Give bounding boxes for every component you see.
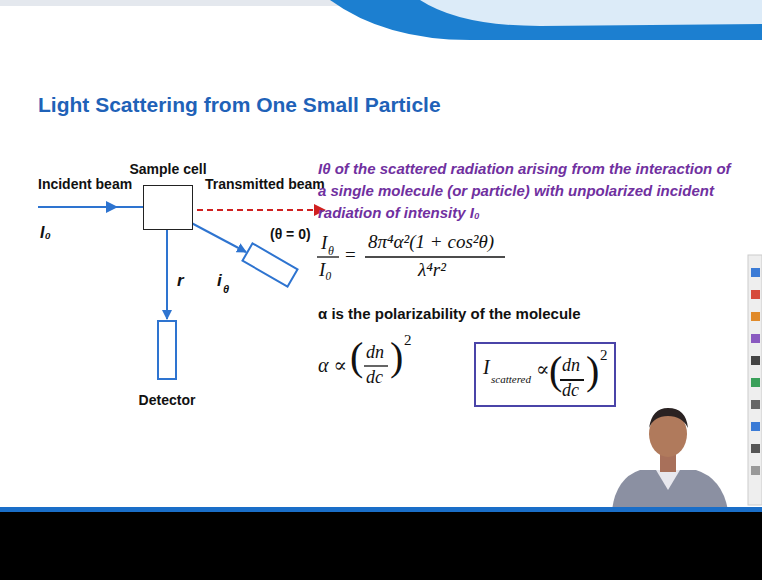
equation-term: dn <box>366 343 384 363</box>
incident-beam-line <box>38 206 143 208</box>
equation-term: dc <box>562 381 579 401</box>
equation-term: 8π⁴α²(1 + cos²θ) <box>368 232 494 253</box>
subscript: scattered <box>491 373 531 385</box>
beam-label: Transmitted beam <box>205 176 325 193</box>
equals-sign: = <box>345 245 356 266</box>
parenthesis: ) <box>586 351 599 391</box>
exponent: 2 <box>404 333 412 348</box>
equation-term: α ∝ <box>318 354 347 376</box>
note-text: α is the polarizability of the molecule <box>318 305 581 323</box>
angled-detector <box>242 243 297 286</box>
parenthesis: ( <box>549 351 562 391</box>
equation-term: I <box>483 356 490 378</box>
sample-cell: Sample cell <box>143 185 193 230</box>
footer-line <box>0 507 762 512</box>
angle-label: (θ = 0) <box>270 226 311 243</box>
equation-term: I <box>321 233 327 254</box>
parenthesis: ) <box>390 337 403 377</box>
subscript: θ <box>328 245 334 258</box>
edge-label: r <box>177 271 184 291</box>
intensity-symbol: I₀ <box>40 223 51 242</box>
subscript: θ <box>223 283 229 296</box>
exponent: 2 <box>600 348 608 363</box>
equation-term: dn <box>562 356 580 376</box>
equation-term: λ⁴r² <box>418 260 446 281</box>
connector <box>166 230 168 319</box>
slide-title: Light Scattering from One Small Particle <box>38 92 441 117</box>
equation-term: I₀ <box>319 260 332 281</box>
intensity-symbol: i <box>217 271 222 291</box>
proportional-sign: ∝ <box>536 358 550 380</box>
header-swoosh <box>330 0 762 40</box>
fraction-bar <box>364 365 388 366</box>
footer-band <box>0 512 762 580</box>
equation-term: dc <box>366 368 383 388</box>
description-text: Iθ of the scattered radiation arising fr… <box>318 158 743 224</box>
toolbar <box>748 255 762 505</box>
fraction-bar <box>365 256 505 257</box>
incident-arrowhead <box>106 201 118 213</box>
node-heading: Detector <box>139 392 196 409</box>
formula-box: Iscattered ∝(dn dc)2 <box>474 342 616 407</box>
detector: Detector <box>157 320 177 380</box>
beam-label: Incident beam <box>38 176 132 193</box>
node-heading: Sample cell <box>129 161 206 178</box>
header-swoosh-light <box>420 0 762 26</box>
parenthesis: ( <box>350 337 363 377</box>
presenter <box>612 408 728 510</box>
